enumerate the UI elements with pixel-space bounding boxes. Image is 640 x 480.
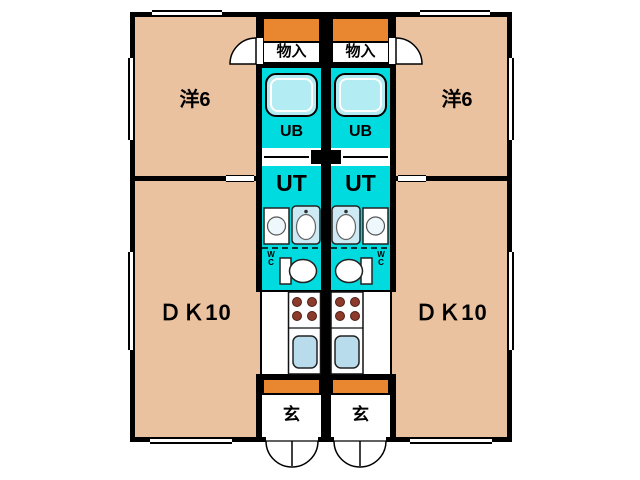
wall-stub-left xyxy=(311,150,321,164)
label-western-room-left: 洋6 xyxy=(179,89,211,111)
wall-above-entrance xyxy=(256,374,396,378)
column-wall-left-lower xyxy=(256,374,262,437)
party-wall xyxy=(321,17,331,442)
washer-icon-left xyxy=(263,207,290,245)
washer-icon-right xyxy=(362,207,389,245)
bathtub-icon-right xyxy=(334,73,387,117)
window-right-upper xyxy=(507,58,514,140)
entrance-door-icon-right xyxy=(333,440,387,468)
door-gap-top-left xyxy=(255,38,263,64)
storage-shelf-left xyxy=(264,19,319,43)
wall-below-storage xyxy=(256,64,396,68)
label-entrance-left: 玄 xyxy=(283,405,300,424)
toilet-icon-left xyxy=(279,257,318,285)
shoe-cabinet-right xyxy=(331,378,390,395)
column-wall-right-lower xyxy=(390,374,396,437)
label-storage-right: 物入 xyxy=(345,43,376,60)
toilet-icon-right xyxy=(334,257,373,285)
window-bottom-right xyxy=(410,437,492,444)
entrance-opening-left xyxy=(266,436,318,444)
label-wc-right: W C xyxy=(377,250,385,267)
wall-stub-right xyxy=(331,150,341,164)
vanity-icon-left xyxy=(291,205,321,245)
wall-wc-kitchen xyxy=(262,290,390,292)
sliding-door-right xyxy=(398,175,426,182)
window-top-left xyxy=(152,10,222,17)
label-western-room-right: 洋6 xyxy=(441,89,473,111)
window-top-right xyxy=(420,10,490,17)
window-bottom-left xyxy=(150,437,232,444)
label-utility-left: UT xyxy=(276,170,307,196)
window-left-upper xyxy=(128,58,135,140)
stove-icon-right xyxy=(335,297,360,321)
storage-closet-right xyxy=(331,17,390,64)
storage-shelf-right xyxy=(333,19,388,43)
room-divider-left xyxy=(135,176,256,181)
sink-icon-left xyxy=(292,335,318,369)
sink-icon-right xyxy=(334,335,360,369)
storage-closet-left xyxy=(262,17,321,64)
bathtub-icon-left xyxy=(265,73,318,117)
sliding-door-left xyxy=(226,175,254,182)
label-storage-left: 物入 xyxy=(276,43,307,60)
label-wc-left: W C xyxy=(267,250,275,267)
shoe-cabinet-left xyxy=(262,378,321,395)
label-unit-bath-left: UB xyxy=(279,123,304,140)
column-wall-right-upper xyxy=(390,17,396,292)
label-entrance-right: 玄 xyxy=(352,405,369,424)
entrance-door-icon-left xyxy=(265,440,319,468)
door-arc-icon-top-left xyxy=(229,37,257,65)
bath-door-leaf-right xyxy=(343,156,388,158)
room-divider-right xyxy=(396,176,507,181)
window-right-lower xyxy=(507,252,514,350)
label-unit-bath-right: UB xyxy=(348,123,373,140)
kitchen-edge-right xyxy=(390,292,392,374)
kitchen-edge-left xyxy=(260,292,262,374)
label-dining-kitchen-right: ＤＫ10 xyxy=(415,300,488,325)
door-gap-top-right xyxy=(389,38,397,64)
column-wall-left-upper xyxy=(256,17,262,292)
stove-icon-left xyxy=(292,297,317,321)
label-dining-kitchen-left: ＤＫ10 xyxy=(159,300,232,325)
vanity-icon-right xyxy=(331,205,361,245)
window-left-lower xyxy=(128,252,135,350)
bath-door-leaf-left xyxy=(264,156,309,158)
entrance-opening-right xyxy=(334,436,386,444)
label-utility-right: UT xyxy=(345,170,376,196)
door-arc-icon-top-right xyxy=(395,37,423,65)
